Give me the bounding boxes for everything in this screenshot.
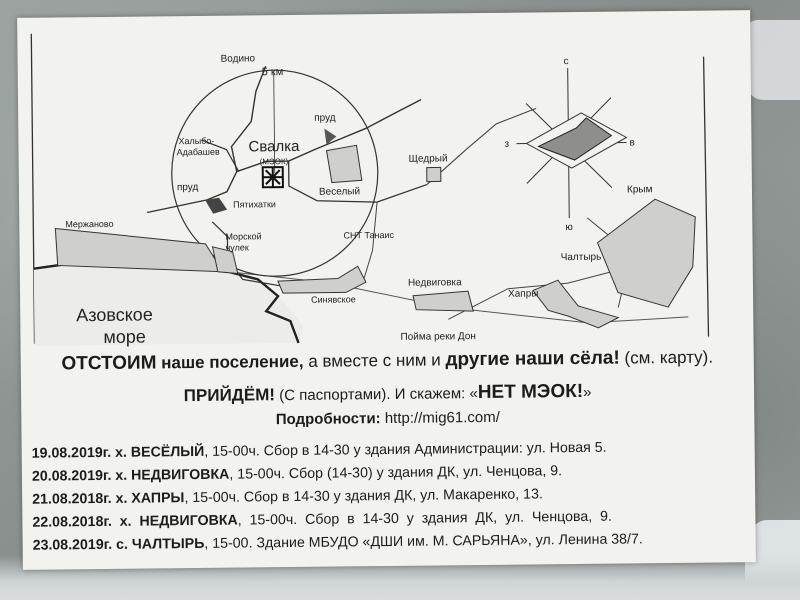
- map-svg: Водино 5 км пруд Свалка (МЭОК) Халыбо- А…: [30, 33, 710, 347]
- label-chulek: чулек: [225, 242, 248, 252]
- event-line: 22.08.2018г. х. НЕДВИГОВКА, 15-00ч. Сбор…: [32, 507, 742, 531]
- compass-north-label: с: [564, 56, 569, 67]
- label-svalka: Свалка: [248, 138, 300, 156]
- label-veselyy: Веселый: [319, 186, 360, 197]
- label-don-floodplain: Пойма реки Дон: [400, 331, 476, 343]
- settlement-merzhanovo: [54, 227, 224, 273]
- event-date: 22.08.2018г. х. НЕДВИГОВКА: [32, 512, 238, 531]
- road: [201, 139, 240, 172]
- road: [147, 66, 267, 214]
- road: [426, 107, 537, 185]
- map-frame-right: [702, 56, 710, 337]
- headline-part: а вместе с ним и: [308, 350, 446, 371]
- label-nedvigovka: Недвиговка: [408, 277, 462, 289]
- settlement-morskoy-chulek: [211, 246, 239, 275]
- label-pond: пруд: [314, 113, 336, 124]
- call-line: ПРИЙДЁМ! (С паспортами). И скажем: «НЕТ …: [21, 379, 754, 409]
- settlement-veselyy: [325, 144, 363, 184]
- five-km-radius-circle: [171, 69, 379, 277]
- label-snt-tanais: СНТ Танаис: [343, 230, 394, 241]
- pond-shape: [205, 197, 228, 214]
- event-date: 20.08.2019г. х. НЕДВИГОВКА: [31, 466, 230, 485]
- call-no-meok: НЕТ МЭОК!: [477, 380, 584, 404]
- label-merzhanovo: Мержаново: [65, 219, 113, 230]
- label-khapry: Хапры: [508, 288, 539, 299]
- settlement-khapry: [532, 279, 620, 329]
- compass-west-label: з: [504, 139, 509, 150]
- azov-sea: [33, 254, 304, 346]
- label-adabashev: Адабашев: [176, 147, 220, 157]
- call-come: ПРИЙДЁМ!: [183, 385, 276, 406]
- label-sinyavskoe: Синявское: [311, 294, 356, 304]
- call-part: (С паспортами). И скажем: «: [274, 385, 478, 405]
- headline-part: наше поселение,: [156, 351, 309, 373]
- event-date: 19.08.2019г. х. ВЕСЁЛЫЙ: [31, 443, 205, 462]
- label-pond: пруд: [177, 182, 199, 193]
- label-pyatikhatki: Пятихатки: [233, 199, 276, 209]
- event-line: 20.08.2019г. х. НЕДВИГОВКА, 15-00ч. Сбор…: [31, 461, 742, 485]
- settlement-sinyavskoe: [277, 265, 367, 294]
- event-line: 23.08.2019г. с. ЧАЛТЫРЬ, 15-00. Здание М…: [33, 530, 743, 553]
- settlement-shchedryy: [426, 166, 442, 183]
- headline-defend: ОТСТОИМ: [61, 352, 157, 375]
- event-details: , 15-00ч. Сбор в 14-30 у здания ДК, ул. …: [184, 486, 543, 507]
- dump-site-marker: [261, 166, 284, 189]
- details-url: http://mig61.com/: [380, 408, 500, 428]
- road: [236, 99, 422, 173]
- label-meok: (МЭОК): [260, 157, 289, 166]
- label-five-km: 5 км: [262, 66, 284, 78]
- road: [448, 266, 628, 320]
- details-label: Подробности:: [275, 410, 381, 429]
- compass-east-label: в: [629, 137, 634, 148]
- label-morskoy: Морской: [225, 231, 261, 241]
- headline-villages: другие наши сёла!: [445, 347, 620, 371]
- event-details: , 15-00ч. Сбор в 14-30 у здания ДК, ул. …: [237, 508, 612, 529]
- event-details: , 15-00ч. Сбор в 14-30 у здания Админист…: [204, 439, 607, 460]
- compass-south-label: ю: [565, 222, 573, 233]
- event-details: , 15-00ч. Сбор (14-30) у здания ДК, ул. …: [229, 463, 563, 483]
- details-line: Подробности: http://mig61.com/: [21, 406, 754, 431]
- label-krym: Крым: [627, 184, 653, 195]
- call-quote-close: »: [583, 383, 592, 401]
- label-chaltyr: Чалтырь: [561, 252, 602, 263]
- radius-line: [273, 71, 276, 174]
- map-frame-left: [30, 33, 36, 344]
- label-vodino: Водино: [221, 53, 256, 64]
- pond-shape: [324, 128, 337, 145]
- label-shchedryy: Щедрый: [409, 153, 448, 164]
- region-map: Водино 5 км пруд Свалка (МЭОК) Халыбо- А…: [25, 16, 745, 353]
- label-khalbo: Халыбо-: [178, 136, 214, 146]
- event-line: 21.08.2018г. х. ХАПРЫ, 15-00ч. Сбор в 14…: [32, 484, 742, 507]
- headline-see-map: (см. карту).: [619, 347, 714, 368]
- poster-sheet: Водино 5 км пруд Свалка (МЭОК) Халыбо- А…: [17, 10, 756, 570]
- compass-rose: [516, 68, 628, 219]
- event-line: 19.08.2019г. х. ВЕСЁЛЫЙ, 15-00ч. Сбор в …: [31, 438, 742, 462]
- settlement-nedvigovka: [412, 290, 474, 312]
- event-details: , 15-00. Здание МБУДО «ДШИ им. М. САРЬЯН…: [204, 531, 643, 552]
- event-date: 23.08.2019г. с. ЧАЛТЫРЬ: [32, 535, 205, 554]
- road: [362, 202, 378, 283]
- settlement-chaltyr-krym: [596, 198, 696, 308]
- label-azov-sea: Азовское: [76, 304, 153, 325]
- road: [287, 161, 428, 203]
- event-date: 21.08.2018г. х. ХАПРЫ: [32, 490, 185, 508]
- label-sea: море: [103, 327, 146, 347]
